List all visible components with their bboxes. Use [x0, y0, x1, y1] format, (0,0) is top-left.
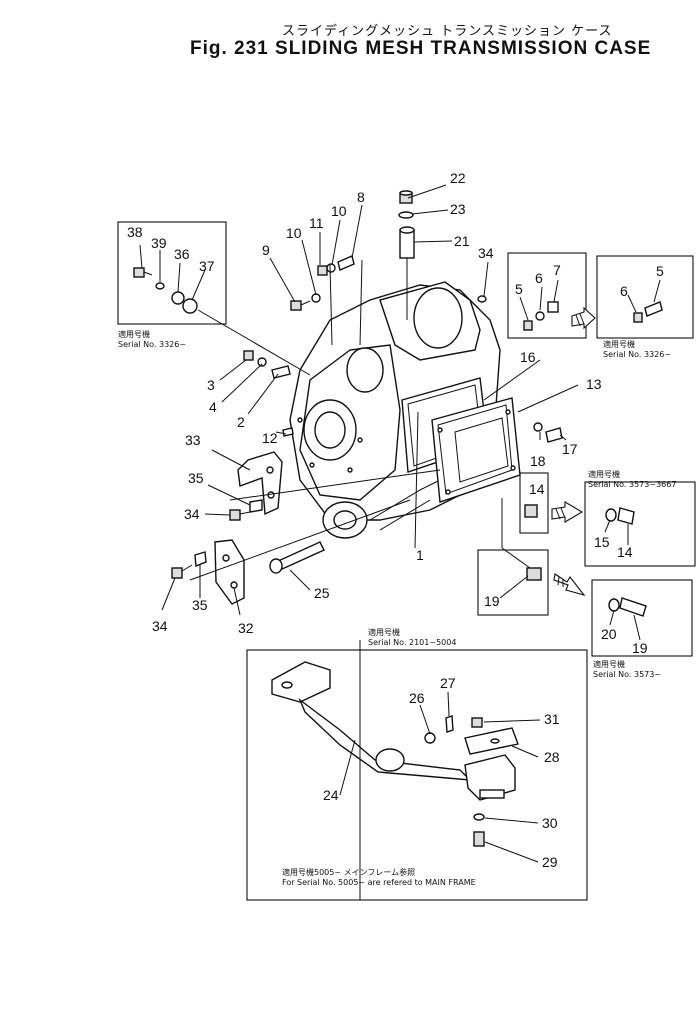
plug-22 — [399, 190, 413, 204]
callout-34-bottom: 34 — [152, 618, 168, 634]
note-jp: 適用号機 — [368, 628, 400, 637]
callout-34-mid: 34 — [184, 506, 200, 522]
note-jp: 適用号機 — [603, 340, 635, 349]
leader-lines — [139, 184, 661, 900]
callout-20: 20 — [601, 626, 617, 642]
note-jp: 適用号機5005~ メインフレーム参照 — [282, 868, 416, 877]
callout-4: 4 — [209, 399, 217, 415]
note-en: For Serial No. 5005~ are refered to MAIN… — [282, 878, 476, 887]
arrow-to-inset-bolts — [571, 306, 596, 330]
callout-22: 22 — [450, 170, 466, 186]
note-serial-3326-right: 適用号機 Serial No. 3326~ — [603, 340, 671, 360]
callout-31: 31 — [544, 711, 560, 727]
callout-23: 23 — [450, 201, 466, 217]
callout-12: 12 — [262, 430, 278, 446]
note-jp: 適用号機 — [588, 470, 620, 479]
callout-2: 2 — [237, 414, 245, 430]
callout-25: 25 — [314, 585, 330, 601]
callout-32: 32 — [238, 620, 254, 636]
note-main-frame: 適用号機5005~ メインフレーム参照 For Serial No. 5005~… — [282, 868, 476, 888]
callout-19-new: 19 — [632, 640, 648, 656]
bracket-32 — [214, 539, 245, 605]
inset-box-bolts-5-6-new — [596, 255, 694, 339]
breather-pipe-21 — [399, 226, 415, 320]
callout-10-right: 10 — [331, 203, 347, 219]
side-cover-plate-13 — [431, 397, 521, 503]
callout-numbers: 1 2 3 4 5 5 6 6 7 8 9 10 10 11 12 13 14 … — [127, 170, 664, 870]
callout-15: 15 — [594, 534, 610, 550]
arrow-to-inset-plug-19 — [553, 573, 586, 596]
callout-39: 39 — [151, 235, 167, 251]
callout-11: 11 — [309, 215, 324, 231]
callout-8: 8 — [357, 189, 365, 205]
callout-5-new: 5 — [656, 263, 664, 279]
small-hardware — [133, 255, 663, 617]
callout-1: 1 — [416, 547, 424, 563]
pin-25 — [269, 541, 325, 574]
callout-35-mid: 35 — [188, 470, 204, 486]
note-serial-3573-3667: 適用号機 Serial No. 3573~3667 — [588, 470, 676, 490]
note-en: Serial No. 3326~ — [603, 350, 672, 359]
note-serial-2101-5004: 適用号機 Serial No. 2101~5004 — [368, 628, 456, 648]
callout-17: 17 — [562, 441, 578, 457]
callout-19-old: 19 — [484, 593, 500, 609]
callout-6-new: 6 — [620, 283, 628, 299]
callout-7: 7 — [553, 262, 561, 278]
callout-16: 16 — [520, 349, 536, 365]
callout-30: 30 — [542, 815, 558, 831]
callout-6-old: 6 — [535, 270, 543, 286]
note-jp: 適用号機 — [118, 330, 150, 339]
inset-box-plug-19-old — [477, 549, 549, 616]
note-en: Serial No. 2101~5004 — [368, 638, 457, 647]
inset-box-plug-14-old — [519, 472, 549, 534]
note-jp: 適用号機 — [593, 660, 625, 669]
note-en: Serial No. 3573~ — [593, 670, 662, 679]
title-japanese: スライディングメッシュ トランスミッション ケース — [282, 24, 613, 39]
callout-27: 27 — [440, 675, 456, 691]
callout-35-bottom: 35 — [192, 597, 208, 613]
note-en: Serial No. 3326~ — [118, 340, 187, 349]
callout-14-new: 14 — [617, 544, 633, 560]
frame-support-24 — [271, 661, 519, 847]
callout-36: 36 — [174, 246, 190, 262]
note-serial-3573: 適用号機 Serial No. 3573~ — [593, 660, 661, 680]
callout-18: 18 — [530, 453, 546, 469]
callout-14-old: 14 — [529, 481, 545, 497]
inset-box-bolts-38-37 — [117, 221, 227, 325]
callout-9: 9 — [262, 242, 270, 258]
title-english: Fig. 231 SLIDING MESH TRANSMISSION CASE — [190, 38, 652, 59]
callout-37: 37 — [199, 258, 215, 274]
callout-5-old: 5 — [515, 281, 523, 297]
callout-29: 29 — [542, 854, 558, 870]
callout-24: 24 — [323, 787, 339, 803]
inset-box-plug-14-new — [584, 481, 696, 567]
callout-33: 33 — [185, 432, 201, 448]
note-en: Serial No. 3573~3667 — [588, 480, 677, 489]
callout-13: 13 — [586, 376, 602, 392]
callout-3: 3 — [207, 377, 215, 393]
callout-28: 28 — [544, 749, 560, 765]
note-serial-3326-left: 適用号機 Serial No. 3326~ — [118, 330, 186, 350]
callout-34-top: 34 — [478, 245, 494, 261]
callout-21: 21 — [454, 233, 470, 249]
callout-26: 26 — [409, 690, 425, 706]
inset-box-bolts-5-7 — [507, 252, 587, 339]
callout-38: 38 — [127, 224, 143, 240]
inset-box-plug-19-new — [591, 579, 693, 657]
gasket-23 — [398, 211, 414, 219]
callout-10-left: 10 — [286, 225, 302, 241]
arrow-to-inset-plug-14 — [551, 501, 584, 523]
inset-box-frame-support — [246, 649, 588, 901]
